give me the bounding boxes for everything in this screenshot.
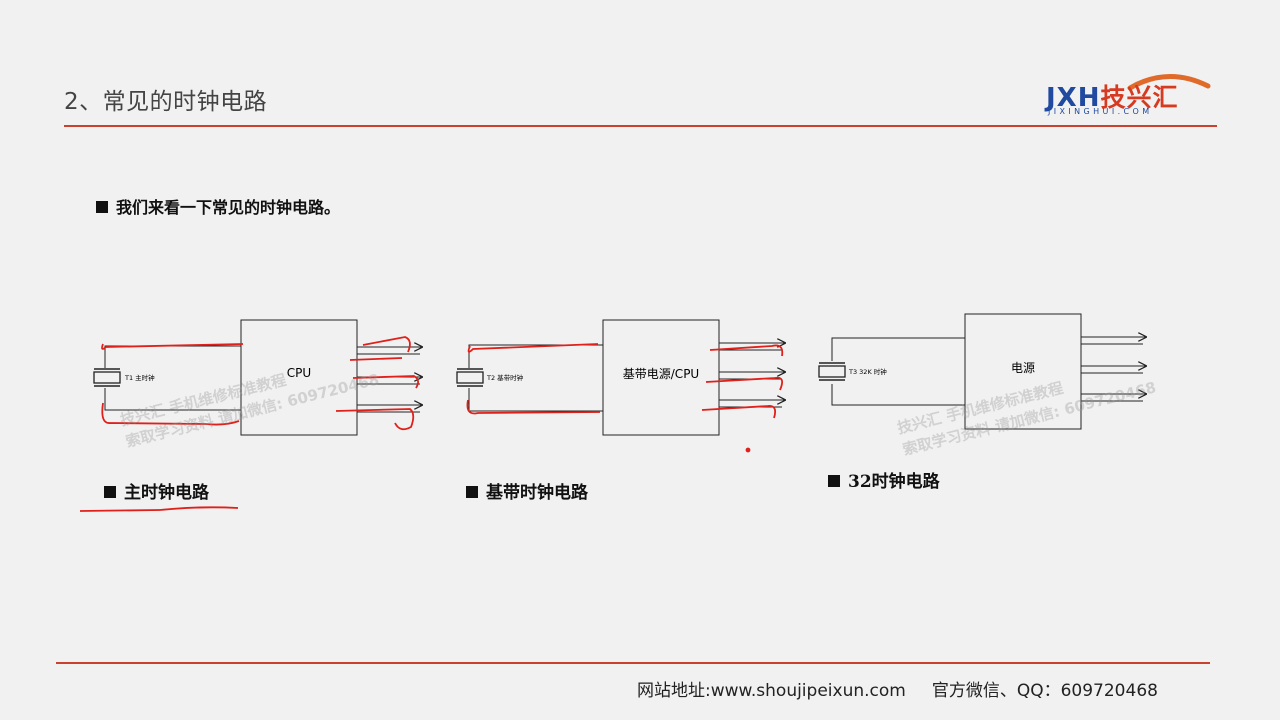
brand-logo: JXH技兴汇 JIXINGHUI.COM: [1040, 64, 1216, 120]
logo-wordmark: JXH技兴汇: [1046, 78, 1179, 114]
bullet-square-icon: [104, 486, 116, 498]
footer-website: 网站地址:www.shoujipeixun.com: [637, 681, 906, 701]
crystal-t2-label: T2 基带时钟: [486, 373, 524, 382]
baseband-chip-label: 基带电源/CPU: [623, 367, 699, 381]
annotation-strokes-2: [466, 343, 784, 453]
footer-contact-info: 官方微信、QQ：609720468: [931, 681, 1158, 701]
bullet-square-icon: [96, 201, 108, 213]
caption-main-clock-text: 主时钟电路: [124, 483, 209, 503]
caption-baseband-clock-text: 基带时钟电路: [486, 483, 588, 503]
bullet-square-icon: [828, 475, 840, 487]
caption-32k-clock: 32时钟电路: [828, 467, 940, 492]
power-chip-label: 电源: [1011, 361, 1035, 375]
caption-main-clock: 主时钟电路: [104, 478, 209, 503]
diagram-32k-clock: 电源 T3 32K 时钟: [818, 313, 1146, 430]
intro-line: 我们来看一下常见的时钟电路。: [96, 194, 340, 218]
intro-text: 我们来看一下常见的时钟电路。: [116, 198, 341, 217]
caption-baseband-clock: 基带时钟电路: [466, 478, 588, 503]
annotation-strokes-1: [101, 336, 419, 431]
crystal-t2-icon: [456, 368, 484, 387]
power-chip-box: [964, 313, 1082, 430]
diagram-main-clock: CPU T1 主时钟: [79, 319, 422, 512]
logo-latin: JXH: [1046, 83, 1101, 113]
slide-title: 2、常见的时钟电路: [64, 89, 268, 115]
footer-divider: [56, 662, 1210, 664]
crystal-t1-icon: [93, 368, 121, 387]
footer-contact: 网站地址:www.shoujipeixun.com 官方微信、QQ：6097204…: [637, 676, 1158, 701]
logo-cjk: 技兴汇: [1100, 83, 1179, 112]
crystal-t3-label: T3 32K 时钟: [848, 367, 887, 376]
baseband-chip-box: [602, 319, 720, 436]
bullet-square-icon: [466, 486, 478, 498]
diagram-baseband-clock: 基带电源/CPU T2 基带时钟: [456, 319, 785, 453]
crystal-t1-label: T1 主时钟: [124, 373, 155, 382]
caption-32k-clock-text: 32时钟电路: [848, 472, 940, 492]
crystal-t3-icon: [818, 362, 846, 381]
title-divider: [64, 125, 1217, 127]
logo-domain: JIXINGHUI.COM: [1048, 107, 1153, 116]
cpu-chip-label: CPU: [287, 366, 311, 380]
logo-arc-icon: [1127, 74, 1211, 91]
